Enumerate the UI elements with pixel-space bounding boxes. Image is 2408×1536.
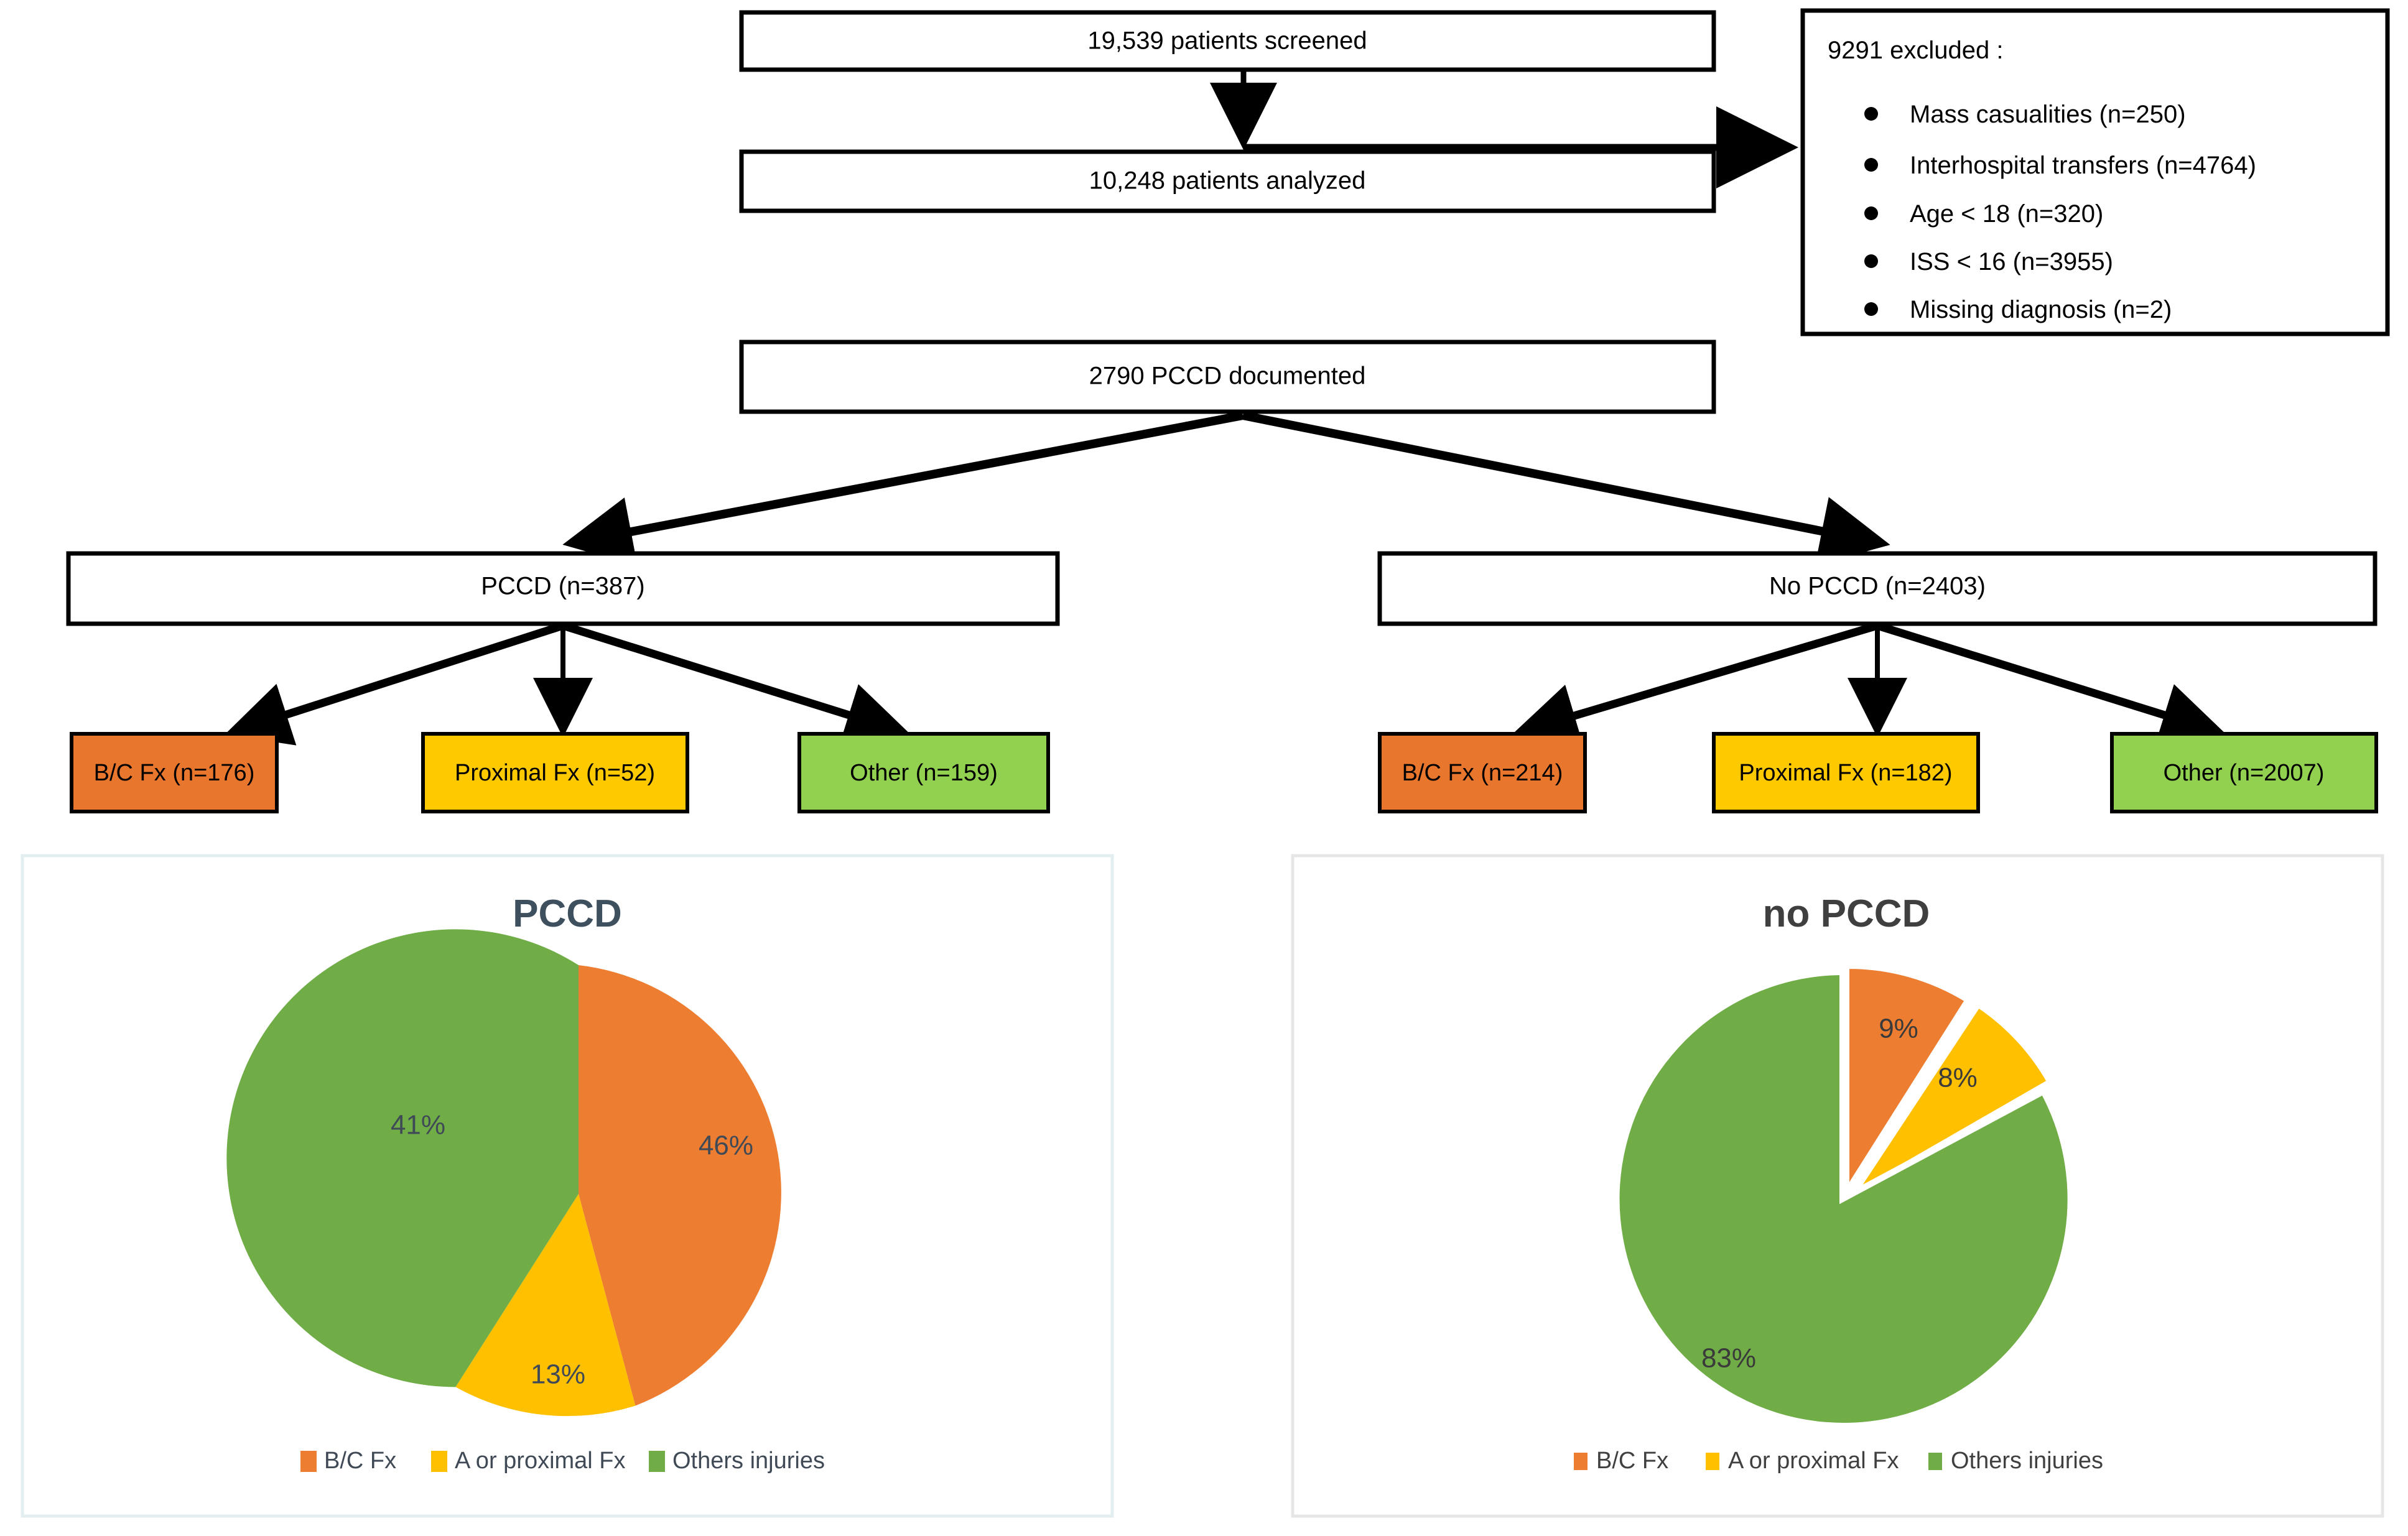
pie-slice-nopccd-bc bbox=[1843, 962, 1973, 1204]
leaf-pccd-bc: B/C Fx (n=176) bbox=[70, 732, 279, 813]
connector-branch-right bbox=[1242, 411, 1890, 566]
leaf-nopccd-other: Other (n=2007) bbox=[2110, 732, 2378, 813]
chart-title-no-pccd: no PCCD bbox=[1763, 892, 1930, 935]
connector-branch-left bbox=[562, 411, 1244, 567]
legend-swatch-icon bbox=[649, 1451, 665, 1472]
chart-panel-pccd: PCCD 46% 13% 41% B/C Fx A or proximal Fx… bbox=[21, 854, 1114, 1518]
connector-pccd-to-other bbox=[562, 621, 911, 746]
legend-swatch-icon bbox=[1574, 1453, 1588, 1470]
pie-label-pccd-bc: 46% bbox=[699, 1131, 753, 1161]
legend-label-pccd-0: B/C Fx bbox=[324, 1448, 396, 1474]
arrow-nopccd-other bbox=[1876, 621, 2226, 746]
legend-label-nopccd-2: Others injuries bbox=[1951, 1448, 2103, 1474]
box-screened: 19,539 patients screened bbox=[739, 10, 1716, 72]
pie-slice-nopccd-others bbox=[1613, 968, 2074, 1429]
box-screened-label: 19,539 patients screened bbox=[1087, 27, 1367, 55]
arrow-to-pccd bbox=[562, 411, 1244, 567]
bullet-icon bbox=[1864, 158, 1878, 172]
legend-label-nopccd-0: B/C Fx bbox=[1596, 1448, 1668, 1474]
box-pccd-rect bbox=[66, 551, 1060, 626]
leaf-nopccd-proximal-label: Proximal Fx (n=182) bbox=[1739, 760, 1952, 786]
box-no-pccd-rect bbox=[1377, 551, 2378, 626]
box-analyzed-rect bbox=[739, 149, 1716, 213]
pie-label-nopccd-others: 83% bbox=[1701, 1343, 1756, 1374]
leaf-nopccd-proximal-rect bbox=[1712, 732, 1980, 813]
connector-pccd-to-bc bbox=[225, 621, 564, 746]
excluded-item-1: Interhospital transfers (n=4764) bbox=[1910, 152, 2256, 179]
box-excluded-rect bbox=[1800, 8, 2390, 336]
excluded-item-4: Missing diagnosis (n=2) bbox=[1910, 296, 2172, 323]
arrow-pccd-bc bbox=[225, 621, 564, 746]
legend-label-pccd-1: A or proximal Fx bbox=[455, 1448, 626, 1474]
pie-slice-pccd-bc bbox=[579, 965, 781, 1406]
leaf-pccd-bc-rect bbox=[70, 732, 279, 813]
leaf-nopccd-bc: B/C Fx (n=214) bbox=[1378, 732, 1587, 813]
pie-slice-nopccd-proximal bbox=[1848, 1000, 2055, 1200]
box-screened-rect bbox=[739, 10, 1716, 72]
legend-label-nopccd-1: A or proximal Fx bbox=[1728, 1448, 1899, 1474]
connector-nopccd-to-bc bbox=[1512, 621, 1879, 747]
box-excluded: 9291 excluded : Mass casualities (n=250)… bbox=[1800, 8, 2390, 336]
excluded-item-3: ISS < 16 (n=3955) bbox=[1910, 248, 2113, 275]
excluded-item-0: Mass casualities (n=250) bbox=[1910, 101, 2186, 128]
excluded-heading: 9291 excluded : bbox=[1828, 37, 2003, 64]
arrow-to-no-pccd bbox=[1242, 411, 1890, 566]
connector-nopccd-to-other bbox=[1876, 621, 2226, 746]
chart-panel-no-pccd: no PCCD 9% 8% 83% B/C Fx A or proximal F… bbox=[1291, 854, 2384, 1518]
pie-slice-pccd-others bbox=[226, 929, 579, 1387]
legend-swatch-icon bbox=[300, 1451, 317, 1472]
bullet-icon bbox=[1864, 302, 1878, 316]
leaf-pccd-proximal-label: Proximal Fx (n=52) bbox=[455, 760, 655, 786]
leaf-pccd-other-label: Other (n=159) bbox=[850, 760, 998, 786]
leaf-pccd-proximal-rect bbox=[421, 732, 689, 813]
box-pccd-documented: 2790 PCCD documented bbox=[739, 340, 1716, 414]
leaf-pccd-other-rect bbox=[797, 732, 1050, 813]
bullet-icon bbox=[1864, 254, 1878, 268]
box-analyzed: 10,248 patients analyzed bbox=[739, 149, 1716, 213]
pie-label-pccd-others: 41% bbox=[391, 1110, 445, 1140]
legend-swatch-icon bbox=[431, 1451, 447, 1472]
pie-slice-pccd-proximal bbox=[455, 1194, 636, 1417]
chart-title-pccd: PCCD bbox=[513, 892, 622, 935]
leaf-nopccd-bc-rect bbox=[1378, 732, 1587, 813]
legend-label-pccd-2: Others injuries bbox=[672, 1448, 825, 1474]
box-pccd-label: PCCD (n=387) bbox=[481, 573, 644, 600]
pie-label-nopccd-bc: 9% bbox=[1879, 1014, 1918, 1044]
leaf-pccd-other: Other (n=159) bbox=[797, 732, 1050, 813]
box-no-pccd-label: No PCCD (n=2403) bbox=[1769, 573, 1986, 600]
box-pccd-documented-label: 2790 PCCD documented bbox=[1089, 363, 1366, 390]
bullet-icon bbox=[1864, 206, 1878, 220]
legend-swatch-icon bbox=[1706, 1453, 1719, 1470]
leaf-nopccd-bc-label: B/C Fx (n=214) bbox=[1402, 760, 1563, 786]
arrow-pccd-other bbox=[562, 621, 911, 746]
leaf-nopccd-other-label: Other (n=2007) bbox=[2164, 760, 2325, 786]
leaf-pccd-proximal: Proximal Fx (n=52) bbox=[421, 732, 689, 813]
box-pccd: PCCD (n=387) bbox=[66, 551, 1060, 626]
excluded-item-2: Age < 18 (n=320) bbox=[1910, 200, 2103, 228]
leaf-nopccd-other-rect bbox=[2110, 732, 2378, 813]
pie-label-pccd-proximal: 13% bbox=[531, 1359, 585, 1390]
box-no-pccd: No PCCD (n=2403) bbox=[1377, 551, 2378, 626]
box-pccd-documented-rect bbox=[739, 340, 1716, 414]
pie-label-nopccd-proximal: 8% bbox=[1938, 1063, 1978, 1093]
legend-swatch-icon bbox=[1928, 1453, 1942, 1470]
bullet-icon bbox=[1864, 107, 1878, 121]
arrow-nopccd-bc bbox=[1512, 621, 1879, 747]
chart-legend-pccd: B/C Fx A or proximal Fx Others injuries bbox=[300, 1448, 825, 1474]
leaf-pccd-bc-label: B/C Fx (n=176) bbox=[94, 760, 255, 786]
box-analyzed-label: 10,248 patients analyzed bbox=[1089, 167, 1366, 195]
leaf-nopccd-proximal: Proximal Fx (n=182) bbox=[1712, 732, 1980, 813]
chart-legend-no-pccd: B/C Fx A or proximal Fx Others injuries bbox=[1574, 1448, 2103, 1474]
